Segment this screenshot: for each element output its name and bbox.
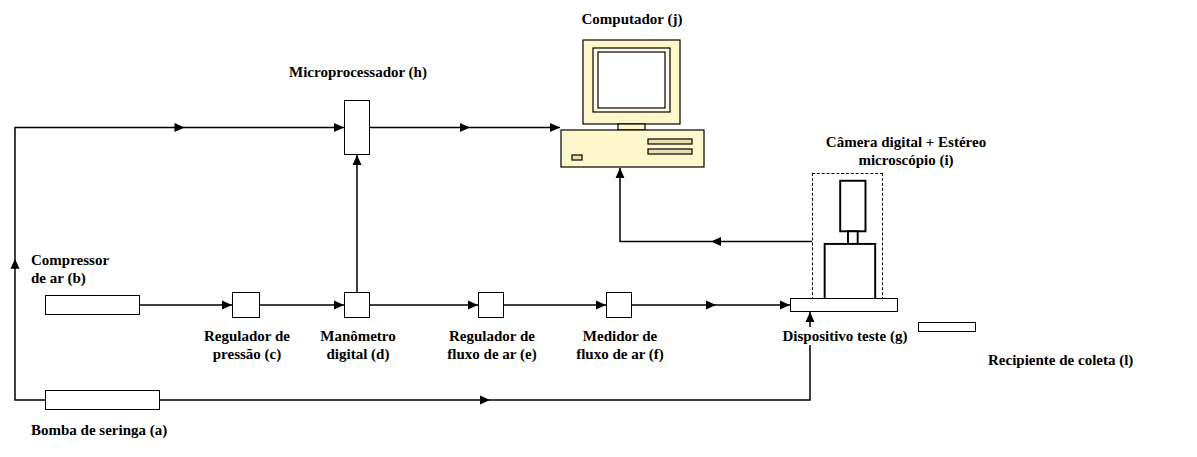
arrow-head [468,301,478,310]
flow-connector [370,123,560,132]
flow-connector [11,123,345,400]
component-label: Microprocessador (h) [263,63,453,81]
flow-connector [353,155,362,292]
component-label: Computador (j) [557,10,707,28]
connector-line [160,312,810,400]
connector-line [620,168,812,242]
arrow-head [616,168,625,178]
component-label: Medidor de fluxo de ar (f) [564,327,676,363]
component-label: Bomba de seringa (a) [29,421,169,439]
flow-connector [616,168,813,246]
component-label: Compressor de ar (b) [29,251,125,287]
arrow-head [175,123,185,132]
component-box: Dispositivo teste (g) [790,298,898,312]
arrow-head [780,301,790,310]
component-box: Manômetro digital (d) [344,292,370,318]
component-box: Bomba de seringa (a) [45,390,160,410]
component-label: Manômetro digital (d) [310,327,406,363]
component-label: Dispositivo teste (g) [760,327,930,345]
component-label: Regulador de pressão (c) [195,327,299,363]
component-box: Câmera digital + Estéreo microscópio (i) [812,173,883,310]
arrow-head [11,259,20,269]
connector-line [15,128,344,401]
arrow-head [550,123,560,132]
arrow-head [480,396,490,405]
flow-connector [504,301,606,310]
arrow-head [353,155,362,165]
component-label: Câmera digital + Estéreo microscópio (i) [811,133,1001,169]
arrow-head [460,123,470,132]
connector-line [140,304,232,306]
component-box: Compressor de ar (b) [45,295,140,315]
component-box: Regulador de fluxo de ar (e) [478,292,504,318]
component-box: Microprocessador (h) [344,100,370,155]
component-box: Computador (j) [560,38,705,168]
arrow-head [706,301,716,310]
flow-connector [370,301,478,310]
component-box: Regulador de pressão (c) [232,292,260,318]
flow-connector [140,301,232,310]
arrow-head [806,312,815,322]
connector-line [504,304,606,306]
camera-illustration [813,174,882,309]
flow-connector [632,301,790,310]
flow-connector [160,312,815,405]
arrow-head [596,301,606,310]
arrow-head [334,301,344,310]
connector-line [356,155,358,292]
component-label: Regulador de fluxo de ar (e) [436,327,548,363]
component-box: Recipiente de coleta (l) [918,322,976,332]
component-label: Recipiente de coleta (l) [986,351,1135,369]
connector-line [370,304,478,306]
arrow-head [334,123,344,132]
component-box: Medidor de fluxo de ar (f) [606,292,632,318]
computer-illustration [560,38,705,168]
connector-line [260,304,344,306]
arrow-head [222,301,232,310]
flow-connector [260,301,344,310]
arrow-head [711,237,721,246]
